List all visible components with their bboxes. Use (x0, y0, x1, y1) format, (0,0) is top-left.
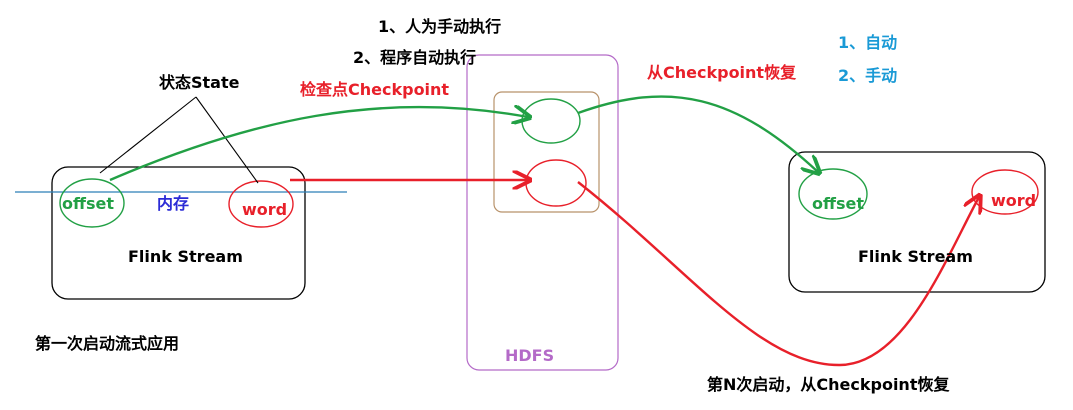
recovery-auto-note: 1、自动 (838, 33, 897, 52)
state-branch-word (195, 96, 259, 184)
manual-execution-note: 1、人为手动执行 (378, 17, 501, 36)
right-stream-label: Flink Stream (858, 247, 973, 266)
left-word-label: word (242, 200, 287, 219)
checkpoint-word-state (525, 159, 587, 207)
left-offset-label: offset (62, 194, 114, 213)
left-flink-stream-box (51, 166, 306, 300)
memory-label: 内存 (157, 194, 189, 213)
restore-offset-arrow (577, 95, 818, 172)
restore-word-arrow (577, 181, 979, 367)
right-offset-label: offset (812, 194, 864, 213)
checkpoint-box (493, 91, 600, 213)
left-offset-state (59, 178, 125, 228)
auto-execution-note: 2、程序自动执行 (353, 48, 476, 67)
checkpoint-offset-arrow (109, 107, 528, 182)
first-start-caption: 第一次启动流式应用 (35, 334, 179, 353)
restore-label: 从Checkpoint恢复 (647, 63, 797, 82)
right-offset-state (798, 168, 868, 220)
left-stream-label: Flink Stream (128, 247, 243, 266)
left-word-state (228, 180, 294, 228)
recovery-manual-note: 2、手动 (838, 66, 897, 85)
state-label: 状态State (159, 73, 240, 92)
restart-caption: 第N次启动，从Checkpoint恢复 (707, 375, 950, 394)
hdfs-container (466, 54, 619, 371)
checkpoint-offset-state (521, 98, 581, 144)
state-branch-offset (99, 96, 197, 174)
right-flink-stream-box (788, 151, 1046, 293)
right-word-label: word (991, 191, 1036, 210)
hdfs-label: HDFS (505, 346, 554, 365)
checkpoint-label: 检查点Checkpoint (300, 80, 449, 99)
